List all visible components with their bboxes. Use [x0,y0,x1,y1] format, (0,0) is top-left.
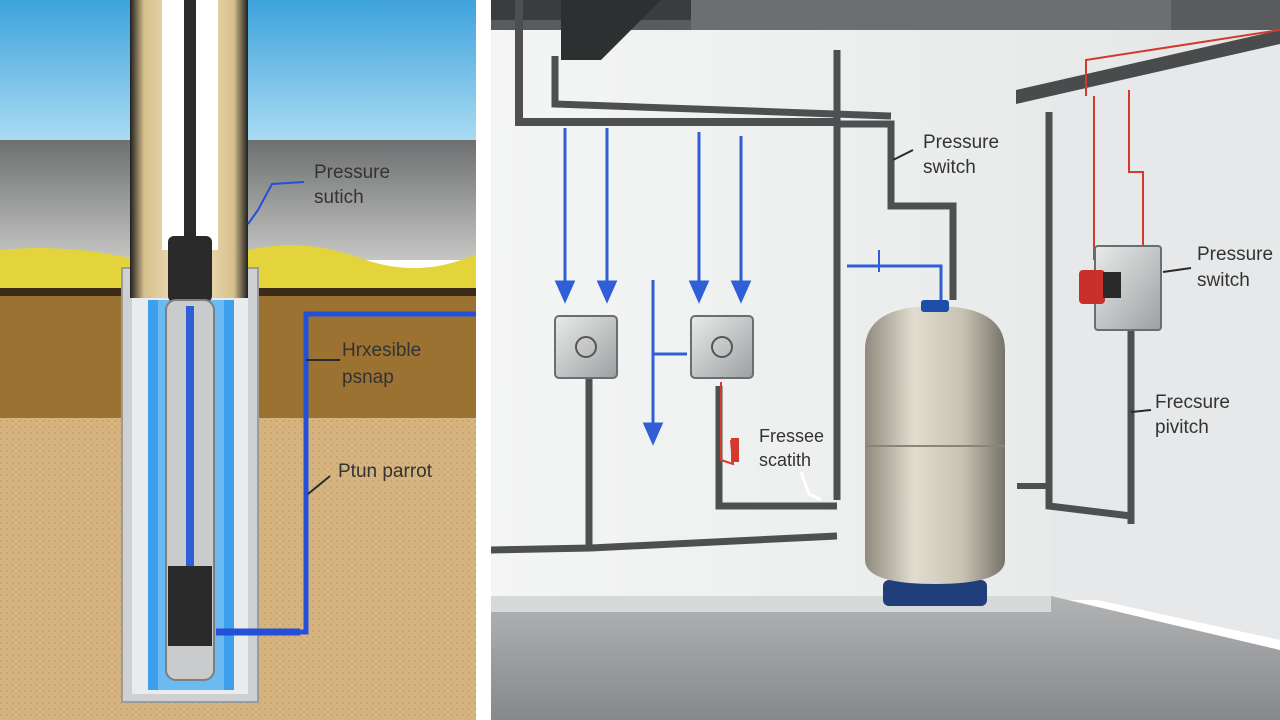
leader-pipe [307,475,331,495]
flow-arrows [554,128,752,446]
red-wire-ceiling [1085,29,1280,96]
leader-pressure-switch [247,181,305,225]
label-pressure-switch-right-bottom: Frecsure pivitch [1155,392,1235,438]
basement-plumbing-svg: Pressure switch Fressee scatith Pressure… [491,0,1280,720]
tank-feed-pipe [837,120,957,300]
side-ceiling-beam [1016,30,1280,104]
tank-valve [921,300,949,312]
red-wire-drop [1128,90,1144,252]
well-cross-section-diagram: Pressure sutich Hrxesible psnap Ptun par… [0,0,476,720]
pressure-switch-box-center [690,315,754,379]
label-pump: Hrxesible psnap [342,340,426,388]
tank-base [883,580,987,606]
pressure-switch-box-left [554,315,618,379]
pitless-adapter [168,236,212,302]
basement-plumbing-illustration: Pressure switch Fressee scatith Pressure… [491,0,1280,720]
switch-red-knob [1079,270,1105,304]
label-pressure-switch-center: Fressee scatith [759,426,829,470]
label-pipe: Ptun parrot [338,461,433,482]
main-supply-pipe [515,0,837,126]
ceiling-joist [561,0,661,60]
pump-riser [186,306,194,568]
label-pressure-switch-right-top: Pressure switch [1197,244,1278,291]
side-wall-pipe [1045,112,1132,520]
well-cross-section-svg: Pressure sutich Hrxesible psnap Ptun par… [0,0,476,720]
pump-motor [168,566,212,646]
side-wall [1051,30,1280,640]
floor [491,596,1280,720]
drop-cable [184,0,196,250]
label-pressure-switch-top: Pressure switch [923,132,1004,178]
label-pressure-switch: Pressure sutich [314,162,395,208]
